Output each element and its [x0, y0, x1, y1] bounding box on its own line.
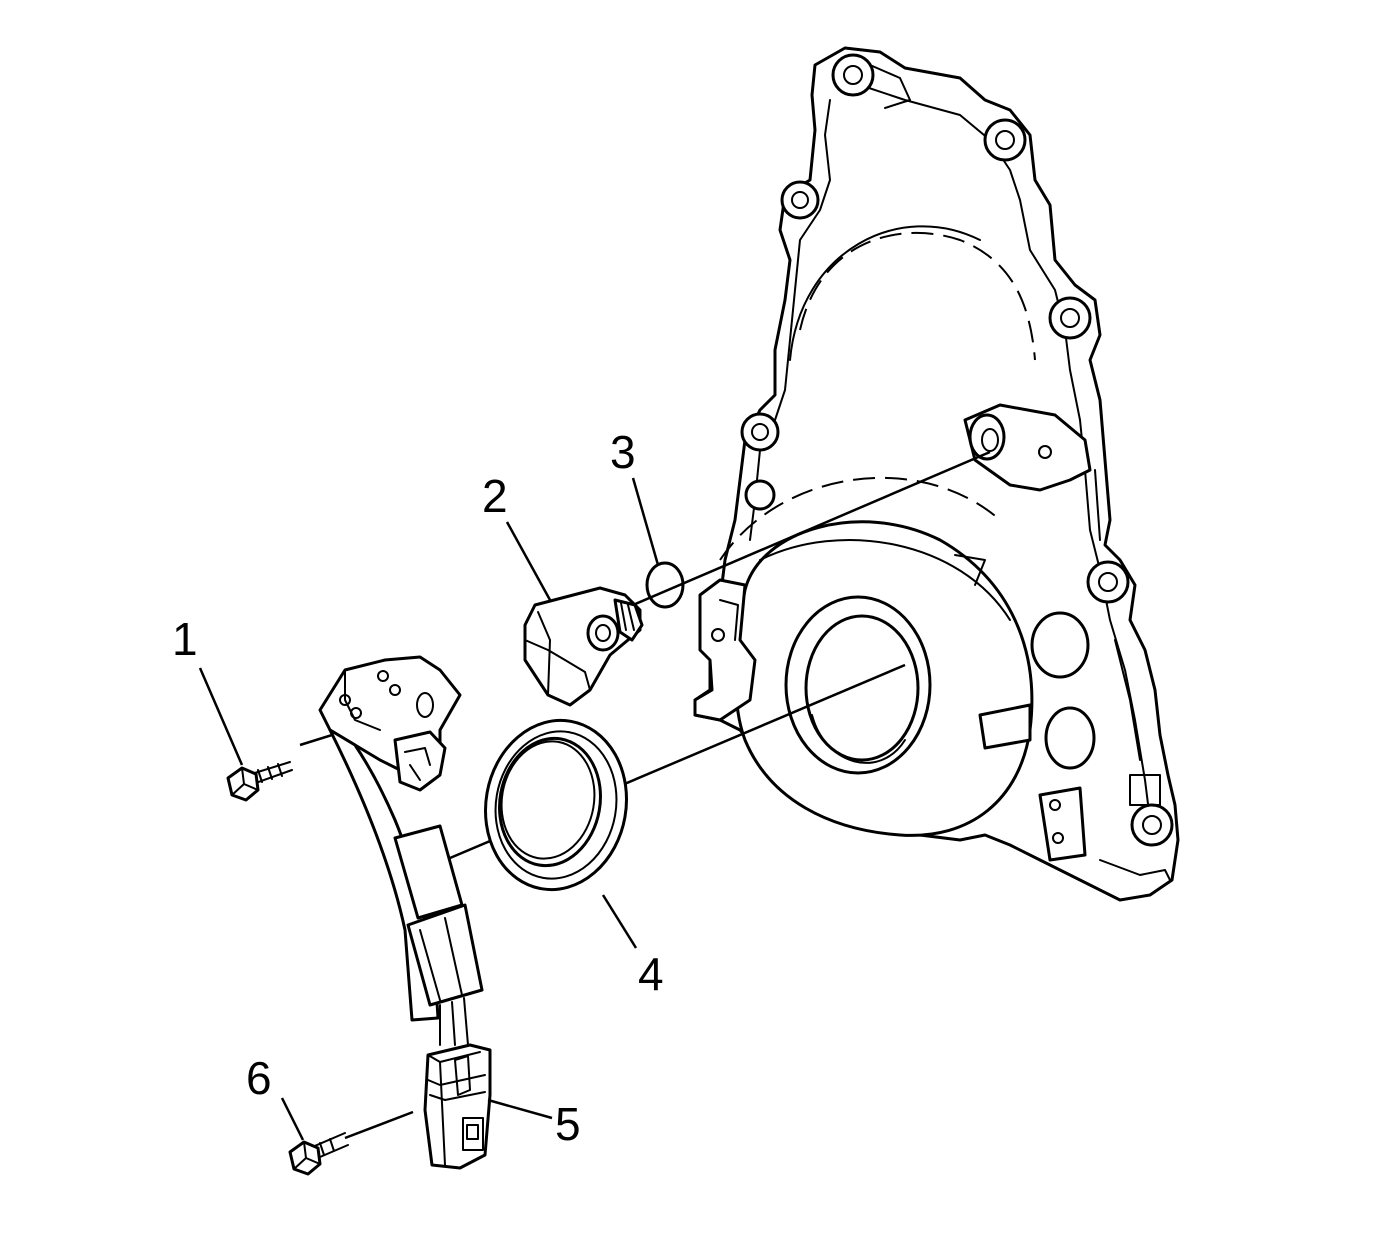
callout-3: 3 — [610, 426, 636, 478]
callout-1: 1 — [172, 613, 198, 665]
callout-5: 5 — [555, 1098, 581, 1150]
callout-leaders — [198, 477, 660, 1141]
o-ring-item-3 — [645, 561, 685, 609]
crank-sensor-harness-item-5 — [318, 655, 492, 1170]
callout-2: 2 — [482, 470, 508, 522]
callout-labels: 1 2 3 4 5 6 — [172, 426, 664, 1150]
crank-seal-item-4 — [484, 718, 628, 892]
callout-6: 6 — [246, 1052, 272, 1104]
bolt-item-6 — [288, 1110, 414, 1176]
callout-4: 4 — [638, 948, 664, 1000]
cam-sensor-item-2 — [523, 586, 644, 707]
bolt-item-1 — [226, 761, 293, 802]
